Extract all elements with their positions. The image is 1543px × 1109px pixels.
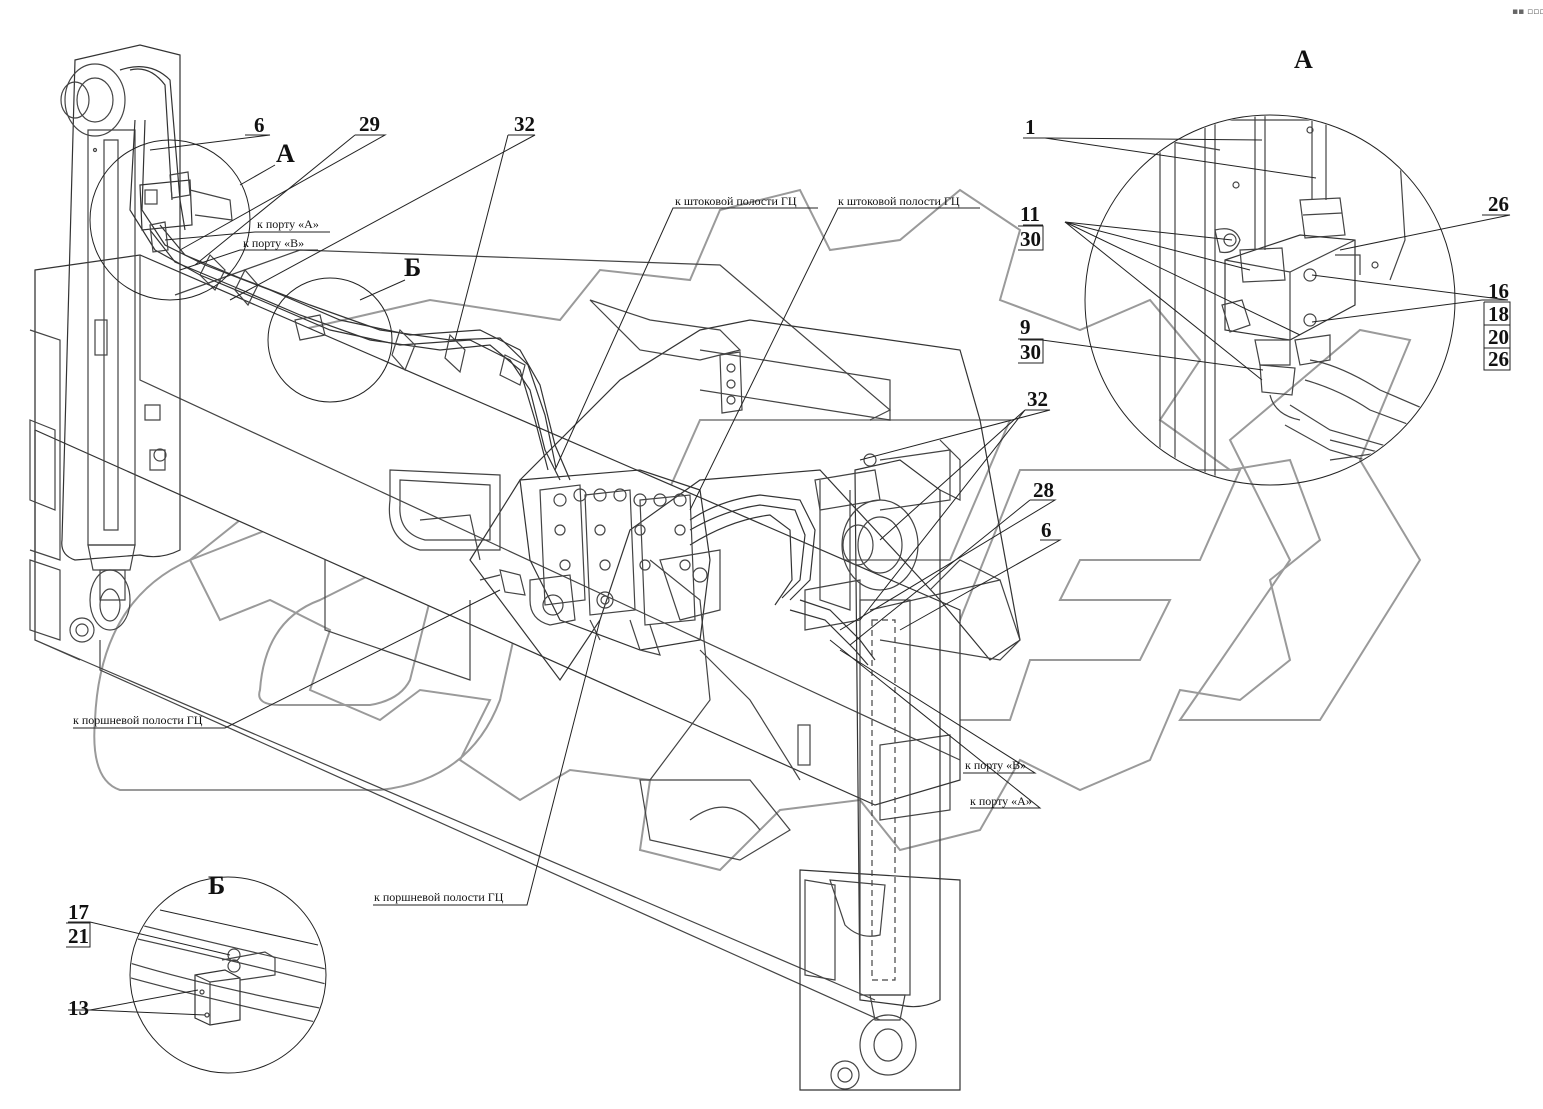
detail-a-callout-20: 20 [1488, 325, 1509, 349]
hydraulic-cylinder-left [60, 44, 181, 631]
callout-labels: 6 29 32 32 28 6 1 11 30 9 30 26 16 18 20… [66, 112, 1511, 1020]
annotation-notes: к порту «А» к порту «В» к штоковой полос… [73, 194, 1032, 904]
callout-6-left: 6 [254, 113, 265, 137]
callout-28: 28 [1033, 478, 1054, 502]
detail-a-callout-26-top: 26 [1488, 192, 1509, 216]
hydraulic-cylinder-right [804, 453, 941, 1076]
detail-a-callout-16: 16 [1488, 279, 1509, 303]
note-port-b-right: к порту «В» [965, 758, 1026, 772]
hose-bundle [119, 66, 876, 666]
control-valve [479, 469, 721, 656]
note-port-b-left: к порту «В» [243, 236, 304, 250]
callout-32-top: 32 [514, 112, 535, 136]
note-piston-cavity-bottom: к поршневой полости ГЦ [374, 890, 504, 904]
detail-a-callout-18: 18 [1488, 302, 1509, 326]
tractor-frame [29, 249, 1021, 1091]
callout-32-mid: 32 [1027, 387, 1048, 411]
valve-block-left [139, 171, 233, 253]
view-label-a-detail: А [1294, 45, 1313, 74]
view-label-b-detail: Б [208, 871, 225, 900]
header-mark: ▪▪ ▫▫▫ [1512, 7, 1543, 17]
leader-lines [68, 134, 1511, 1016]
view-labels: А Б А Б [208, 45, 1313, 900]
view-label-a-main: А [276, 139, 295, 168]
detail-b-callout-21: 21 [68, 924, 89, 948]
callout-6-right: 6 [1041, 518, 1052, 542]
detail-a-callout-26-bottom: 26 [1488, 347, 1509, 371]
detail-circle-b-main [267, 277, 393, 403]
detail-b-callout-17: 17 [68, 900, 89, 924]
watermark-logo [93, 188, 1422, 872]
callout-29: 29 [359, 112, 380, 136]
detail-a-callout-30-bottom: 30 [1020, 340, 1041, 364]
detail-a-callout-30-top: 30 [1020, 227, 1041, 251]
detail-b-enlarged [129, 876, 327, 1074]
detail-a-callout-1: 1 [1025, 115, 1036, 139]
view-label-b-main: Б [404, 253, 421, 282]
detail-a-callout-9: 9 [1020, 315, 1031, 339]
detail-a-callout-11: 11 [1020, 202, 1040, 226]
detail-b-callout-13: 13 [68, 996, 89, 1020]
note-piston-cavity-left: к поршневой полости ГЦ [73, 713, 203, 727]
note-port-a-left: к порту «А» [257, 217, 319, 231]
detail-a-enlarged [1084, 114, 1456, 486]
note-rod-cavity-2: к штоковой полости ГЦ [838, 194, 960, 208]
note-port-a-right: к порту «А» [970, 794, 1032, 808]
note-rod-cavity-1: к штоковой полости ГЦ [675, 194, 797, 208]
